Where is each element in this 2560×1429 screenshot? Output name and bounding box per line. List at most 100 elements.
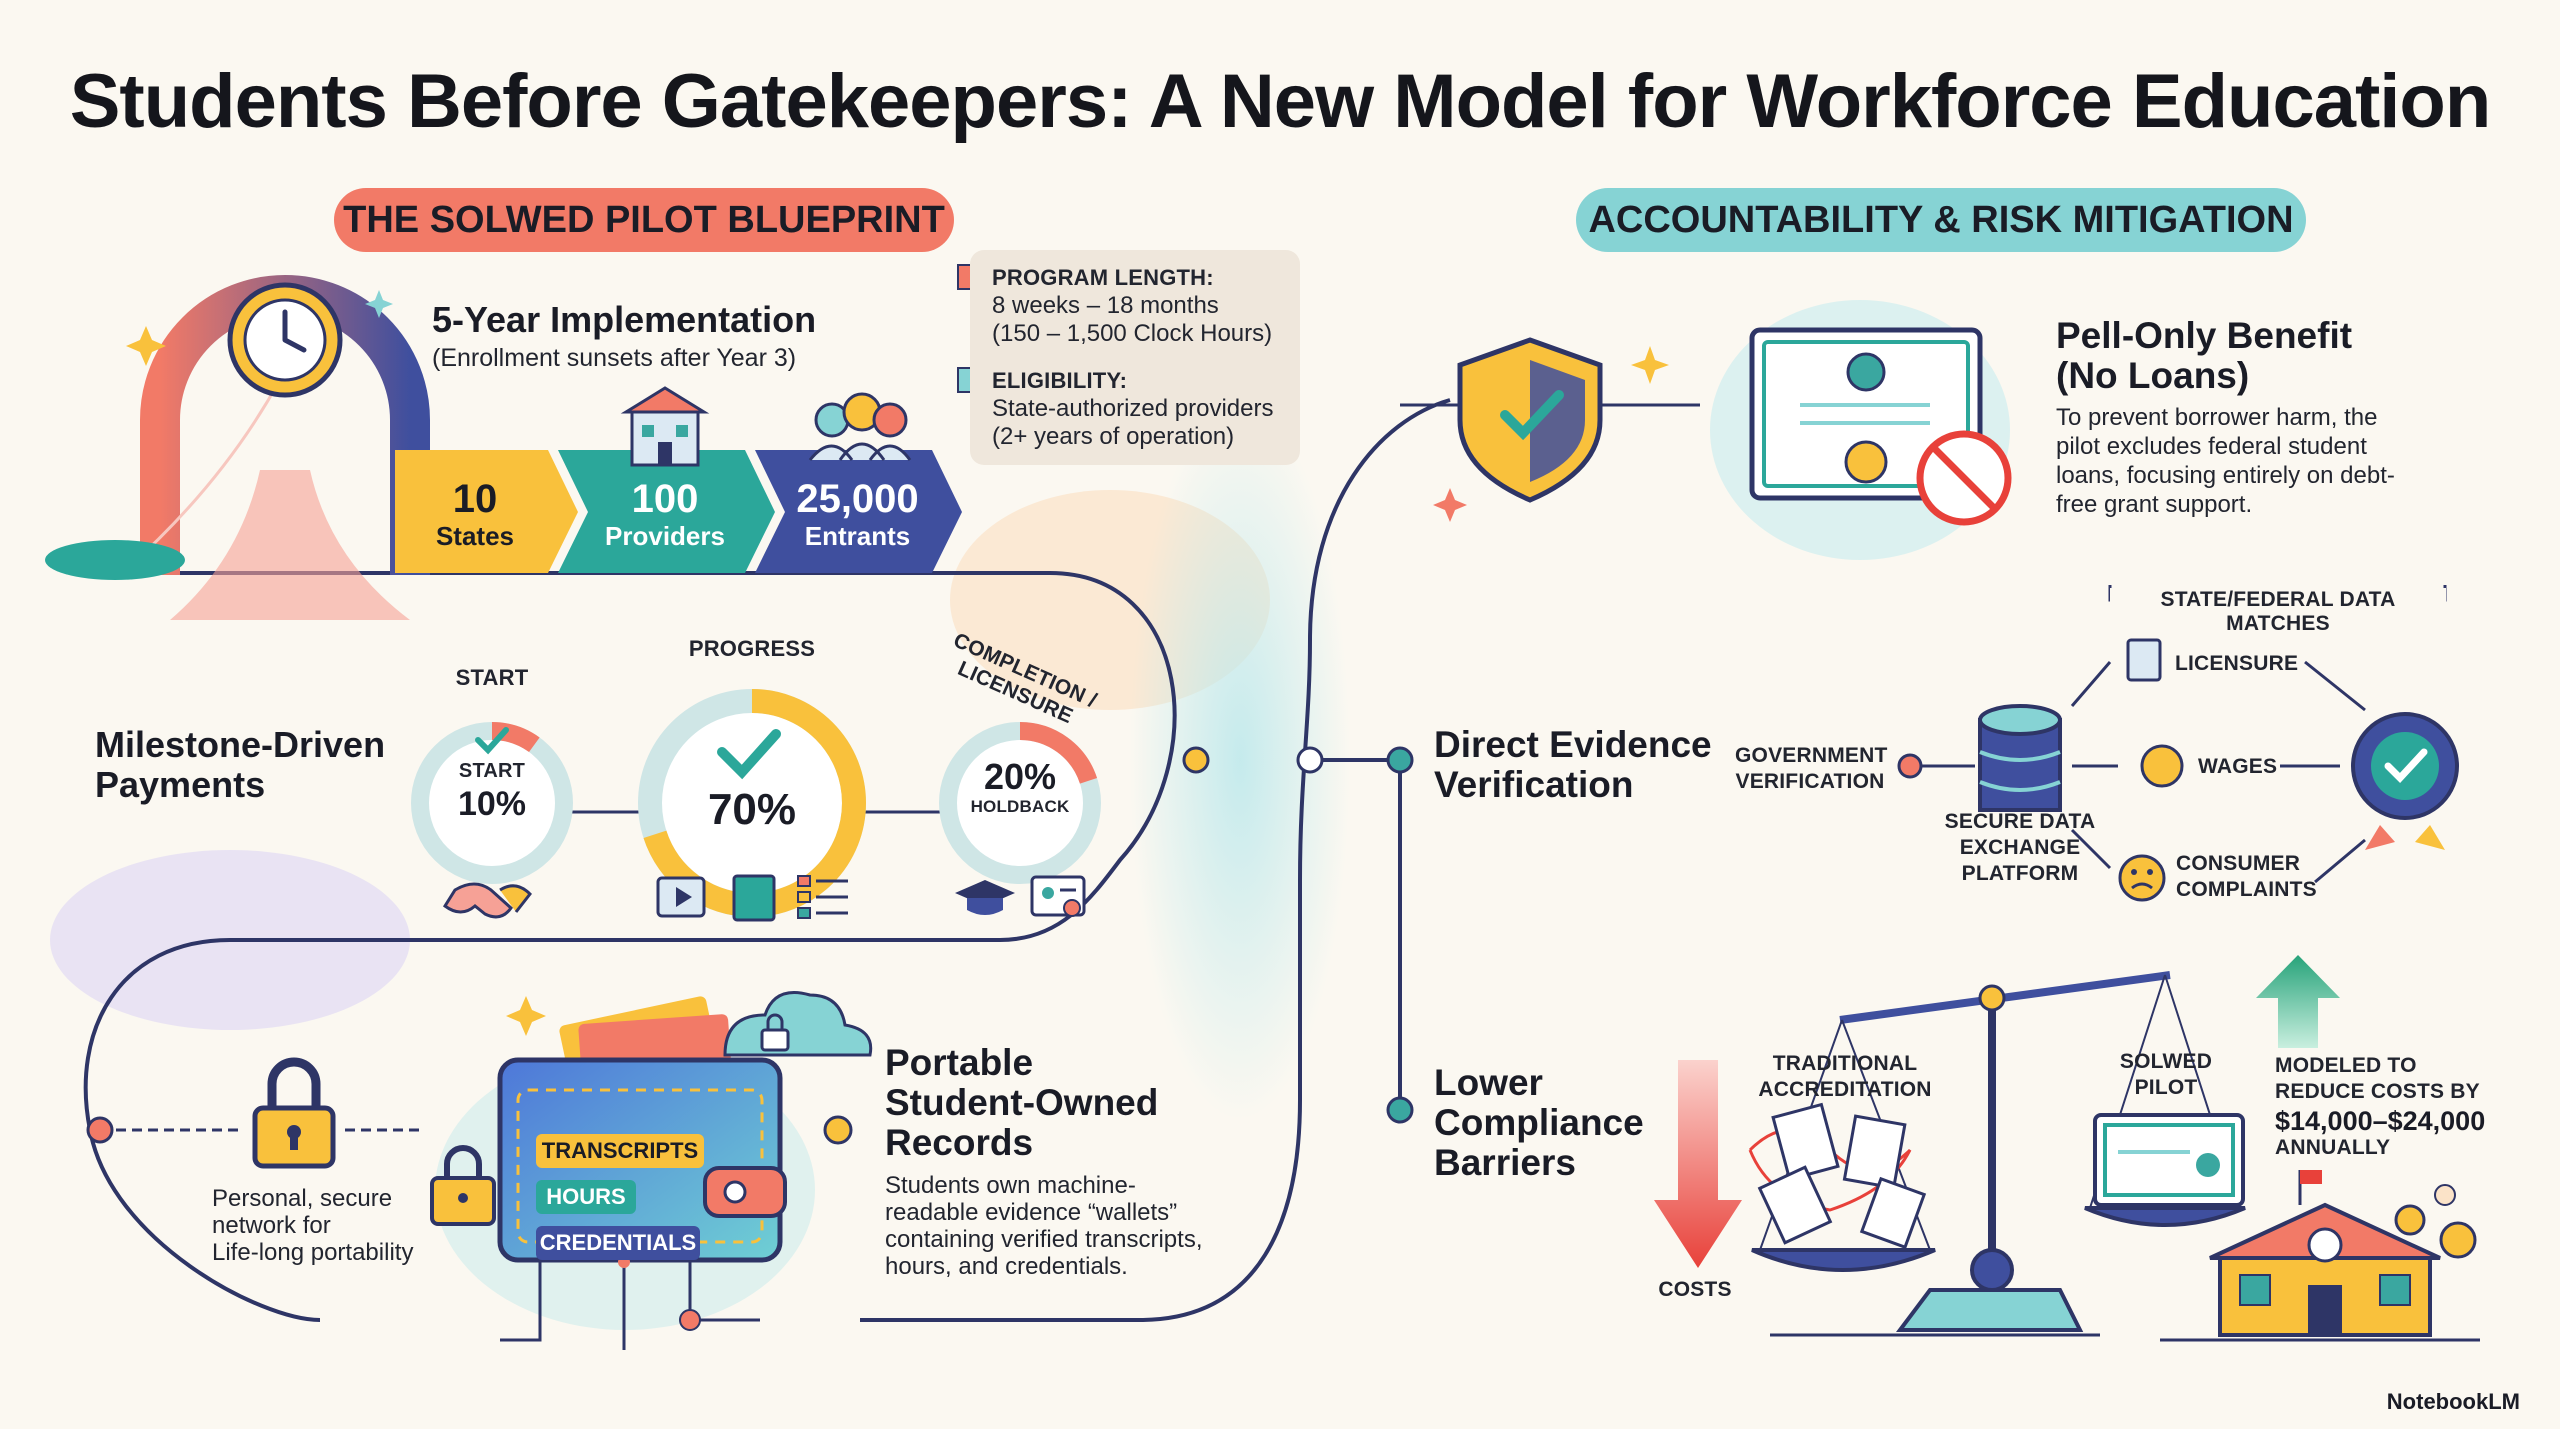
ring-start-value: 10%: [457, 785, 527, 823]
tag-transcripts: TRANSCRIPTS: [536, 1134, 704, 1168]
implementation-sub: (Enrollment sunsets after Year 3): [432, 344, 797, 372]
flow-node: [1897, 753, 1923, 779]
wallet-illustration: [435, 991, 873, 1350]
notebooklm-logo: NotebookLM: [2386, 1389, 2520, 1414]
platform-line2: EXCHANGE: [1959, 836, 2081, 859]
connector-path: [860, 398, 1451, 1322]
eligibility-line1: State-authorized providers: [992, 395, 1274, 422]
dollar-icon: [1846, 352, 1886, 392]
gov-verification-line2: VERIFICATION: [1735, 770, 1885, 793]
book-icon: [732, 874, 776, 922]
timeline-path: [83, 571, 1177, 1322]
path-node: [1386, 746, 1414, 774]
savings-line2: REDUCE COSTS BY: [2275, 1080, 2480, 1103]
balance-scale-illustration: [1748, 971, 2246, 1337]
chevron-bar: [395, 450, 962, 573]
chevron-states-label: States: [435, 521, 515, 551]
program-length-line1: 8 weeks – 18 months: [992, 292, 1219, 319]
pell-heading-line2: (No Loans): [2056, 355, 2250, 396]
pell-body-line1: To prevent borrower harm, the: [2056, 404, 2378, 431]
handshake-icon: [442, 882, 532, 919]
records-body-line1: Students own machine-: [885, 1172, 1136, 1199]
records-heading-line3: Records: [885, 1122, 1034, 1163]
ring-completion-fill: [939, 722, 1101, 884]
building-icon: [620, 386, 710, 467]
records-heading-line2: Student-Owned: [885, 1082, 1159, 1123]
data-matches-title: STATE/FEDERAL DATA MATCHES: [2110, 588, 2446, 636]
gov-verification-line1: GOVERNMENT: [1735, 744, 1888, 767]
sparkle-icon: [365, 290, 393, 318]
chevron-providers-value: 100: [631, 477, 699, 521]
pell-body-line3: loans, focusing entirely on debt-: [2056, 462, 2395, 489]
chevron-entrants-label: Entrants: [804, 521, 911, 551]
data-flow: [1897, 585, 2459, 902]
tag-hours: HOURS: [536, 1180, 636, 1214]
verification-heading-line1: Direct Evidence: [1434, 724, 1712, 765]
savings-line3: $14,000–$24,000: [2275, 1106, 2486, 1136]
wages-icon: [2140, 744, 2184, 788]
section-pill-blueprint: THE SOLWED PILOT BLUEPRINT: [334, 188, 954, 252]
ring-start-fill: [411, 722, 573, 884]
milestones-heading-line2: Payments: [95, 764, 266, 805]
implementation-heading: 5-Year Implementation: [432, 299, 817, 340]
ring-completion-inner: HOLDBACK: [970, 797, 1070, 816]
chevron-entrants: [755, 450, 962, 573]
verification-heading-line2: Verification: [1434, 764, 1634, 805]
program-info-card: [970, 250, 1300, 465]
flow-arrow: [2070, 828, 2112, 870]
savings-line1: MODELED TO: [2275, 1054, 2417, 1077]
path-node: [1386, 1096, 1414, 1124]
match-complaints-line2: COMPLAINTS: [2176, 878, 2317, 901]
records-body-line3: containing verified transcripts,: [885, 1226, 1203, 1253]
records-heading-line1: Portable: [885, 1042, 1034, 1083]
savings-up-arrow: [2256, 955, 2340, 1048]
clipboard-icon: [2126, 638, 2162, 682]
shield-icon: [1433, 337, 1669, 522]
small-padlock-icon: [430, 1145, 496, 1226]
school-icon: [2209, 1170, 2477, 1337]
chevron-entrants-value: 25,000: [796, 477, 919, 521]
cloud-icon: [723, 991, 873, 1057]
network-line1: Personal, secure: [212, 1185, 393, 1212]
costs-label: COSTS: [1658, 1278, 1732, 1301]
check-icon: [717, 729, 781, 780]
platform-line3: PLATFORM: [1961, 862, 2079, 885]
ring-progress-title: PROGRESS: [688, 636, 816, 661]
padlock-icon: [252, 1057, 336, 1169]
chevron-providers-label: Providers: [605, 521, 725, 551]
pell-body-line2: pilot excludes federal student: [2056, 433, 2367, 460]
chevron-states-value: 10: [452, 477, 498, 521]
page-title: Students Before Gatekeepers: A New Model…: [69, 59, 2492, 144]
path-node: [1182, 746, 1210, 774]
records-body-line2: readable evidence “wallets”: [885, 1199, 1178, 1226]
ring-progress-value: 70%: [707, 785, 797, 834]
program-length-label: PROGRAM LENGTH:: [992, 265, 1214, 290]
coin-icon: [2439, 1221, 2477, 1259]
chevron-providers: [558, 450, 775, 573]
path-node: [86, 1116, 114, 1144]
path-node: [1296, 746, 1324, 774]
certificate-icon: [1030, 875, 1086, 917]
learning-icons: [656, 874, 848, 922]
traditional-line1: TRADITIONAL: [1772, 1052, 1918, 1075]
arch-clock-illustration: [45, 275, 430, 620]
match-wages: WAGES: [2198, 755, 2278, 778]
milestones-heading-line1: Milestone-Driven: [95, 724, 386, 765]
bg-blob: [1130, 400, 1350, 1120]
sparkle-icon: [1433, 488, 1467, 522]
pell-heading-line1: Pell-Only Benefit: [2056, 315, 2353, 356]
program-length-line2: (150 – 1,500 Clock Hours): [992, 320, 1273, 347]
chevron-states: [395, 450, 578, 573]
sparkle-icon: [1631, 346, 1669, 384]
traditional-line2: ACCREDITATION: [1758, 1078, 1932, 1101]
compliance-heading-line2: Compliance: [1434, 1102, 1644, 1143]
network-line2: network for: [212, 1212, 331, 1239]
coin-icon: [2434, 1184, 2456, 1206]
eligibility-line2: (2+ years of operation): [992, 423, 1235, 450]
costs-down-arrow: [1654, 1060, 1742, 1268]
solwed-line2: PILOT: [2134, 1076, 2198, 1099]
section-pill-accountability: ACCOUNTABILITY & RISK MITIGATION: [1576, 188, 2306, 252]
solwed-line1: SOLWED: [2119, 1050, 2213, 1073]
sparkle-icon: [506, 996, 546, 1036]
